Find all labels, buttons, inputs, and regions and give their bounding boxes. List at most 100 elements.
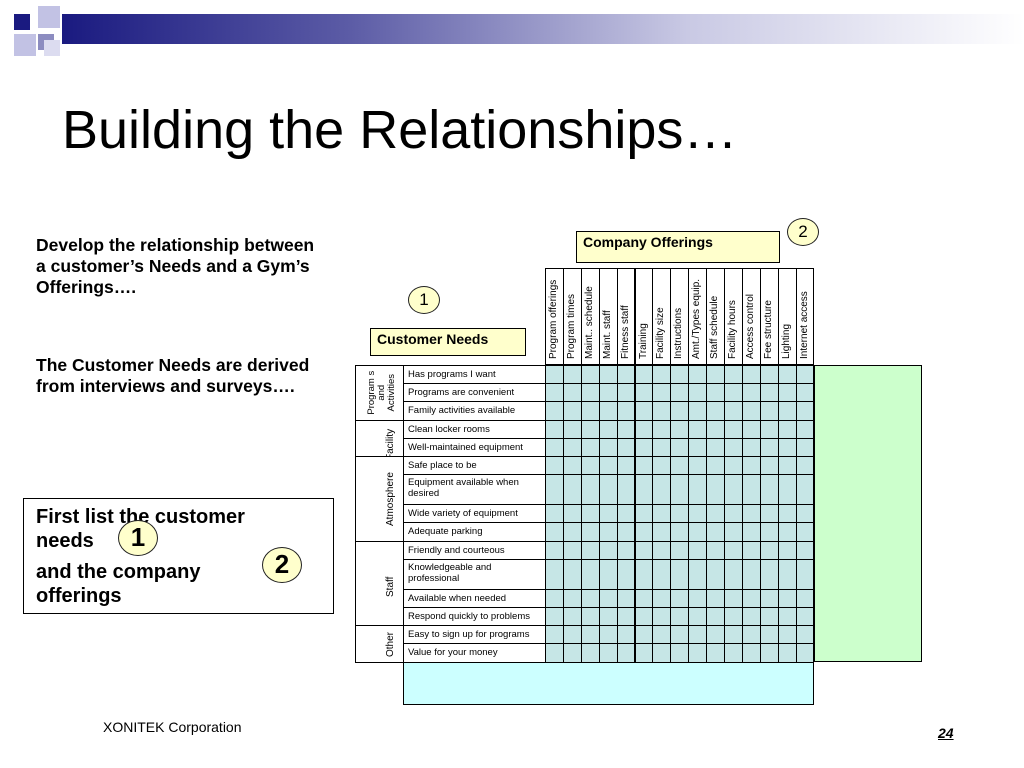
matrix-cell <box>562 383 582 403</box>
instruction-line-3: and the company <box>36 561 201 583</box>
matrix-cell <box>759 625 779 645</box>
matrix-cell <box>670 437 690 457</box>
matrix-cell <box>598 588 618 608</box>
matrix-cell <box>545 643 564 663</box>
offering-label: Staff schedule <box>709 295 721 359</box>
matrix-cell <box>688 522 708 542</box>
matrix-cell <box>580 365 600 385</box>
matrix-cell <box>777 607 797 627</box>
matrix-cell <box>598 558 618 590</box>
matrix-cell <box>706 643 725 663</box>
matrix-cell <box>759 419 779 439</box>
matrix-cell <box>724 474 743 506</box>
matrix-cell <box>741 540 761 560</box>
footer-company: XONITEK Corporation <box>103 719 242 735</box>
matrix-cell <box>688 607 708 627</box>
matrix-cell <box>634 437 654 457</box>
matrix-cell <box>545 588 564 608</box>
matrix-cell <box>580 474 600 506</box>
offering-label: Training <box>637 323 649 359</box>
matrix-cell <box>795 383 815 403</box>
group-label: Atmosphere <box>385 472 396 527</box>
matrix-cell <box>616 607 636 627</box>
matrix-cell <box>634 419 654 439</box>
matrix-cell <box>795 474 815 506</box>
need-cell <box>403 558 546 590</box>
matrix-cell <box>759 456 779 476</box>
matrix-cell <box>580 504 600 524</box>
matrix-cell <box>777 558 797 590</box>
matrix-cell <box>598 365 618 385</box>
matrix-cell <box>795 456 815 476</box>
matrix-marker-2: 2 <box>787 218 819 246</box>
matrix-cell <box>724 504 743 524</box>
matrix-cell <box>545 504 564 524</box>
matrix-cell <box>545 625 564 645</box>
matrix-cell <box>795 522 815 542</box>
matrix-cell <box>777 419 797 439</box>
matrix-cell <box>580 437 600 457</box>
matrix-cell <box>759 437 779 457</box>
matrix-cell <box>652 643 672 663</box>
offering-label: Internet access <box>798 291 810 359</box>
matrix-cell <box>741 588 761 608</box>
matrix-cell <box>580 588 600 608</box>
matrix-cell <box>706 522 725 542</box>
offering-label: Program times <box>565 293 577 359</box>
matrix-cell <box>777 625 797 645</box>
matrix-cell <box>652 456 672 476</box>
matrix-cell <box>670 365 690 385</box>
matrix-cell <box>777 456 797 476</box>
matrix-cell <box>598 401 618 421</box>
need-label: Value for your money <box>408 647 498 659</box>
matrix-cell <box>759 558 779 590</box>
matrix-cell <box>795 437 815 457</box>
offering-label: Fitness staff <box>619 305 631 359</box>
matrix-cell <box>741 419 761 439</box>
offering-header-cell <box>795 268 815 365</box>
matrix-cell <box>706 437 725 457</box>
matrix-cell <box>706 607 725 627</box>
intro-paragraph: Develop the relationship between a custo… <box>36 235 315 297</box>
matrix-cell <box>652 625 672 645</box>
matrix-cell <box>706 365 725 385</box>
need-label: Equipment available when desired <box>408 477 519 500</box>
step-marker-1: 1 <box>118 520 158 556</box>
matrix-cell <box>580 383 600 403</box>
matrix-cell <box>724 588 743 608</box>
matrix-cell <box>562 625 582 645</box>
matrix-cell <box>670 607 690 627</box>
matrix-cell <box>545 474 564 506</box>
matrix-cell <box>670 522 690 542</box>
matrix-cell <box>580 625 600 645</box>
matrix-cell <box>795 419 815 439</box>
matrix-cell <box>652 540 672 560</box>
matrix-cell <box>741 625 761 645</box>
matrix-cell <box>724 437 743 457</box>
group-cell <box>355 419 404 457</box>
matrix-cell <box>688 401 708 421</box>
matrix-cell <box>652 504 672 524</box>
matrix-cell <box>634 383 654 403</box>
matrix-cell <box>634 643 654 663</box>
matrix-cell <box>724 522 743 542</box>
matrix-cell <box>562 401 582 421</box>
matrix-cell <box>706 474 725 506</box>
matrix-cell <box>741 437 761 457</box>
matrix-cell <box>616 419 636 439</box>
matrix-cell <box>634 522 654 542</box>
matrix-cell <box>616 383 636 403</box>
offering-label: Fee structure <box>762 300 774 359</box>
matrix-cell <box>598 437 618 457</box>
matrix-cell <box>634 401 654 421</box>
matrix-cell <box>670 474 690 506</box>
matrix-cell <box>562 540 582 560</box>
matrix-cell <box>795 558 815 590</box>
matrix-cell <box>724 540 743 560</box>
matrix-cell <box>562 504 582 524</box>
matrix-cell <box>616 456 636 476</box>
matrix-cell <box>652 522 672 542</box>
matrix-cell <box>795 625 815 645</box>
matrix-cell <box>777 383 797 403</box>
matrix-cell <box>706 419 725 439</box>
